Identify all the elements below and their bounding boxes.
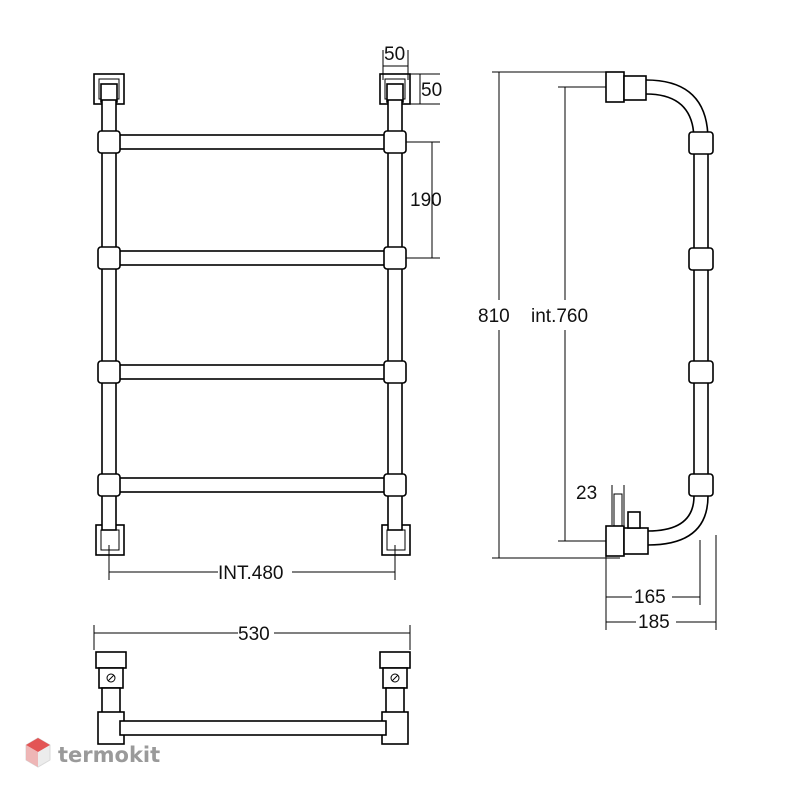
dim-top-height-label: 50 xyxy=(421,80,442,101)
cube-icon xyxy=(25,737,51,768)
bottom-bend-outer xyxy=(647,495,709,546)
bracket-top-left xyxy=(93,73,125,105)
dim-rung-spacing-label: 190 xyxy=(410,190,442,211)
top-bracket-right xyxy=(379,651,411,745)
dim-top-height: 50 xyxy=(410,73,442,105)
side-top-mount xyxy=(605,71,647,103)
brand-name: termokit xyxy=(58,743,160,767)
side-view: 810 int.760 xyxy=(478,71,717,633)
dim-internal-height: int.760 xyxy=(531,86,615,542)
dim-overall-width: 530 xyxy=(93,624,411,650)
dim-internal-width: INT.480 xyxy=(108,545,396,584)
dim-depth-inner-label: 165 xyxy=(634,587,666,608)
top-view-rung xyxy=(119,720,387,736)
dim-overall-width-label: 530 xyxy=(238,624,270,645)
dim-depth-outer: 185 xyxy=(606,535,717,633)
dim-top-width-label: 50 xyxy=(384,44,405,65)
bracket-bottom-left xyxy=(95,524,125,556)
dim-valve-offset-label: 23 xyxy=(576,483,597,504)
dim-internal-height-label: int.760 xyxy=(531,306,588,327)
top-bend-outer xyxy=(645,79,709,141)
dim-internal-width-label: INT.480 xyxy=(218,563,283,584)
rungs xyxy=(115,134,389,493)
top-bend-inner xyxy=(645,93,695,141)
dim-valve-offset: 23 xyxy=(576,483,625,525)
side-couplings xyxy=(688,131,714,497)
bottom-bend-inner xyxy=(647,495,695,532)
dim-total-height-label: 810 xyxy=(478,306,510,327)
valve-stem xyxy=(627,511,641,529)
top-view: 530 xyxy=(93,624,411,745)
brand-logo: termokit xyxy=(25,737,160,768)
dim-top-width: 50 xyxy=(382,44,409,80)
right-post xyxy=(387,99,403,531)
dim-rung-spacing: 190 xyxy=(406,141,442,259)
dim-depth-inner: 165 xyxy=(605,540,701,630)
front-view: 50 50 190 INT.480 xyxy=(93,44,442,584)
dim-depth-outer-label: 185 xyxy=(638,612,670,633)
side-bottom-mount xyxy=(605,493,649,557)
left-post xyxy=(101,99,117,531)
dim-total-height: 810 xyxy=(478,71,620,559)
couplings xyxy=(97,130,407,497)
